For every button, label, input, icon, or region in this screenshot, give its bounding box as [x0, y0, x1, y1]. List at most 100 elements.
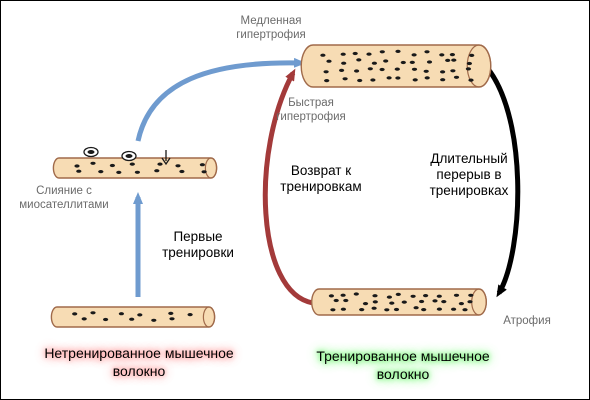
fiber-nucleus — [201, 170, 207, 174]
untrained-muscle-fiber — [50, 306, 216, 328]
long-break-label: Длительный перерыв в тренировках — [429, 151, 509, 199]
fiber-nucleus — [395, 292, 401, 296]
fusion-label: Слияние с миосателлитами — [19, 185, 109, 211]
fiber-nucleus — [323, 70, 329, 74]
fiber-nucleus — [441, 300, 447, 304]
fiber-nucleus — [175, 164, 181, 168]
fiber-nucleus — [423, 69, 429, 73]
fiber-nucleus — [450, 69, 456, 73]
satellite-cells — [83, 146, 171, 166]
fiber-nucleus — [187, 313, 193, 317]
fiber-nucleus — [409, 60, 415, 64]
fiber-nucleus — [389, 301, 395, 305]
fiber-nucleus — [354, 69, 360, 73]
fiber-nucleus — [386, 295, 392, 299]
fiber-nucleus — [413, 306, 419, 310]
fiber-nucleus — [116, 170, 122, 174]
fiber-nucleus — [90, 161, 96, 165]
fiber-nucleus — [440, 78, 446, 82]
fiber-nucleus — [458, 302, 464, 306]
fused-muscle-fiber — [52, 157, 218, 179]
fiber-nucleus — [393, 307, 400, 312]
fiber-nucleus — [134, 170, 140, 174]
fiber-nucleus — [411, 53, 417, 57]
fiber-nucleus — [419, 299, 425, 304]
slow-hypertrophy-arrow — [135, 57, 306, 142]
fiber-nucleus — [328, 294, 334, 298]
fiber-end — [202, 306, 216, 328]
fast-hypertrophy-label: Быстрая гипертрофия — [276, 97, 346, 123]
fiber-nucleus — [352, 51, 358, 56]
fiber-nucleus — [467, 300, 473, 304]
fiber-nucleus — [340, 307, 346, 311]
fiber-nucleus — [356, 58, 362, 62]
fiber-nucleus — [342, 77, 348, 81]
fiber-nucleus — [440, 70, 446, 74]
fiber-nucleus — [412, 78, 418, 82]
fiber-nucleus — [168, 311, 174, 315]
fiber-nucleus — [151, 318, 157, 322]
fiber-nucleus — [81, 317, 87, 321]
fiber-nucleus — [199, 163, 205, 167]
fiber-nucleus — [469, 53, 475, 58]
fiber-nucleus — [395, 76, 401, 80]
fiber-nucleus — [451, 58, 457, 62]
fiber-nucleus — [339, 68, 345, 72]
fiber-nucleus — [129, 162, 135, 166]
fiber-body — [52, 157, 218, 179]
satellite-nucleus — [125, 154, 133, 158]
fiber-nucleus — [74, 164, 80, 168]
fiber-nucleus — [154, 169, 160, 173]
fiber-nucleus — [451, 307, 457, 311]
fiber-nucleus — [103, 317, 109, 322]
fiber-nucleus — [118, 312, 124, 316]
fiber-nucleus — [370, 78, 376, 82]
fiber-nucleus — [421, 308, 427, 312]
fiber-nucleus — [424, 76, 430, 80]
fiber-nucleus — [169, 317, 175, 321]
fiber-nucleus — [453, 75, 460, 79]
long-break-arrow — [481, 61, 521, 298]
satellite-nucleus — [87, 150, 95, 154]
fiber-nucleus — [400, 60, 406, 65]
fiber-nucleus — [137, 313, 143, 317]
hypertrophied-muscle-fiber — [300, 44, 492, 88]
fiber-nucleus — [462, 308, 468, 312]
fiber-nucleus — [453, 293, 460, 297]
fiber-nucleus — [445, 58, 451, 63]
fiber-nucleus — [109, 163, 115, 168]
fiber-nucleus — [466, 61, 472, 66]
untrained-fiber-label: Нетренированное мышечное волокно — [44, 345, 234, 380]
fiber-nucleus — [90, 311, 96, 315]
fiber-nucleus — [372, 300, 378, 304]
fiber-nucleus — [436, 294, 442, 298]
first-training-label: Первые тренировки — [162, 229, 234, 261]
fiber-nucleus — [357, 78, 363, 83]
fusion-arrow-head — [161, 157, 171, 166]
fiber-nucleus — [179, 169, 185, 174]
fiber-nucleus — [98, 170, 104, 174]
fiber-nucleus — [379, 67, 385, 72]
fiber-nucleus — [395, 49, 401, 54]
fiber-nucleus — [386, 76, 392, 80]
fiber-nucleus — [76, 169, 82, 173]
fiber-nucleus — [383, 59, 389, 63]
fiber-nucleus — [129, 317, 135, 321]
fiber-nucleus — [343, 298, 349, 303]
return-training-label: Возврат к тренировкам — [280, 163, 362, 195]
fiber-nucleus — [384, 308, 390, 312]
fiber-nucleus — [372, 294, 378, 298]
fiber-body — [50, 306, 216, 328]
fiber-nucleus — [426, 60, 433, 64]
fiber-nucleus — [439, 53, 445, 57]
slow-hypertrophy-label: Медленная гипертрофия — [236, 15, 306, 41]
fiber-nucleus — [423, 294, 429, 298]
fiber-nucleus — [401, 300, 407, 304]
fiber-nucleus — [340, 52, 346, 56]
fiber-nucleus — [468, 293, 474, 297]
fiber-end — [466, 44, 492, 88]
fiber-nucleus — [379, 50, 385, 54]
fiber-nucleus — [72, 312, 78, 316]
fiber-nucleus — [341, 61, 347, 65]
